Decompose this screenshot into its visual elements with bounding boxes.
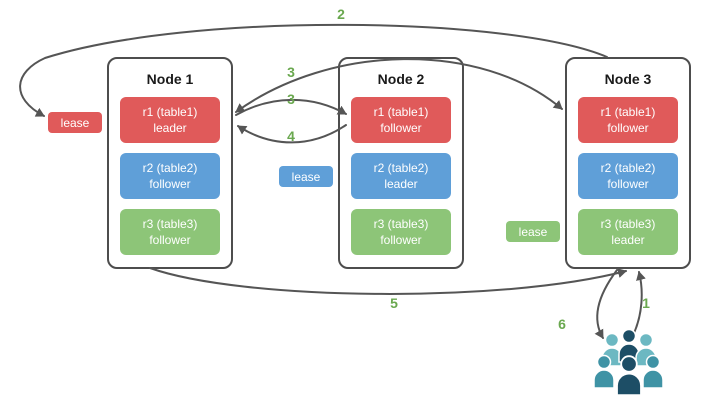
node-3: Node 3 r1 (table1) follower r2 (table2) … [565,57,691,269]
step-label-3b: 3 [287,91,295,107]
person-icon [618,328,640,363]
replica-label: r3 (table3) [373,216,429,231]
replica-label: r1 (table1) [142,104,198,119]
node-1-title: Node 1 [146,71,194,87]
step-label-2: 2 [337,6,345,22]
step-label-6: 6 [558,316,566,332]
person-icon [642,354,664,389]
arrow-step-6 [594,269,618,339]
replica-label: r2 (table2) [600,160,656,175]
person-icon [601,332,623,367]
node3-replica-r2: r2 (table2) follower [578,153,678,199]
step-label-3a: 3 [287,64,295,80]
replica-role: leader [384,177,418,191]
node2-replica-r1: r1 (table1) follower [351,97,451,143]
lease-badge-red: lease [48,112,102,133]
node2-replica-r2: r2 (table2) leader [351,153,451,199]
replica-label: r3 (table3) [142,216,198,231]
replica-label: r2 (table2) [142,160,198,175]
person-icon [616,355,642,397]
node2-replica-r3: r3 (table3) follower [351,209,451,255]
step-label-4: 4 [287,128,295,144]
users-icon [593,328,664,397]
node-2: Node 2 r1 (table1) follower r2 (table2) … [338,57,464,269]
replica-role: leader [611,233,645,247]
node3-replica-r1: r1 (table1) follower [578,97,678,143]
replica-role: follower [380,121,422,135]
replica-label: r3 (table3) [600,216,656,231]
node-2-title: Node 2 [377,71,425,87]
step-label-5: 5 [390,295,398,311]
node1-replica-r2: r2 (table2) follower [120,153,220,199]
node1-replica-r3: r3 (table3) follower [120,209,220,255]
lease-badge-blue: lease [279,166,333,187]
person-icon [593,354,615,389]
replica-role: follower [607,121,649,135]
step-label-1: 1 [642,295,650,311]
node-1: Node 1 r1 (table1) leader r2 (table2) fo… [107,57,233,269]
replica-role: follower [380,233,422,247]
arrow-step-5 [149,267,627,295]
replica-label: r1 (table1) [600,104,656,119]
replica-role: follower [149,233,191,247]
replica-role: follower [149,177,191,191]
arrow-step-1 [633,271,646,334]
replica-label: r2 (table2) [373,160,429,175]
node-3-title: Node 3 [604,71,652,87]
node1-replica-r1: r1 (table1) leader [120,97,220,143]
node3-replica-r3: r3 (table3) leader [578,209,678,255]
replica-label: r1 (table1) [373,104,429,119]
person-icon [635,332,657,367]
lease-badge-green: lease [506,221,560,242]
replica-role: follower [607,177,649,191]
replica-role: leader [153,121,187,135]
